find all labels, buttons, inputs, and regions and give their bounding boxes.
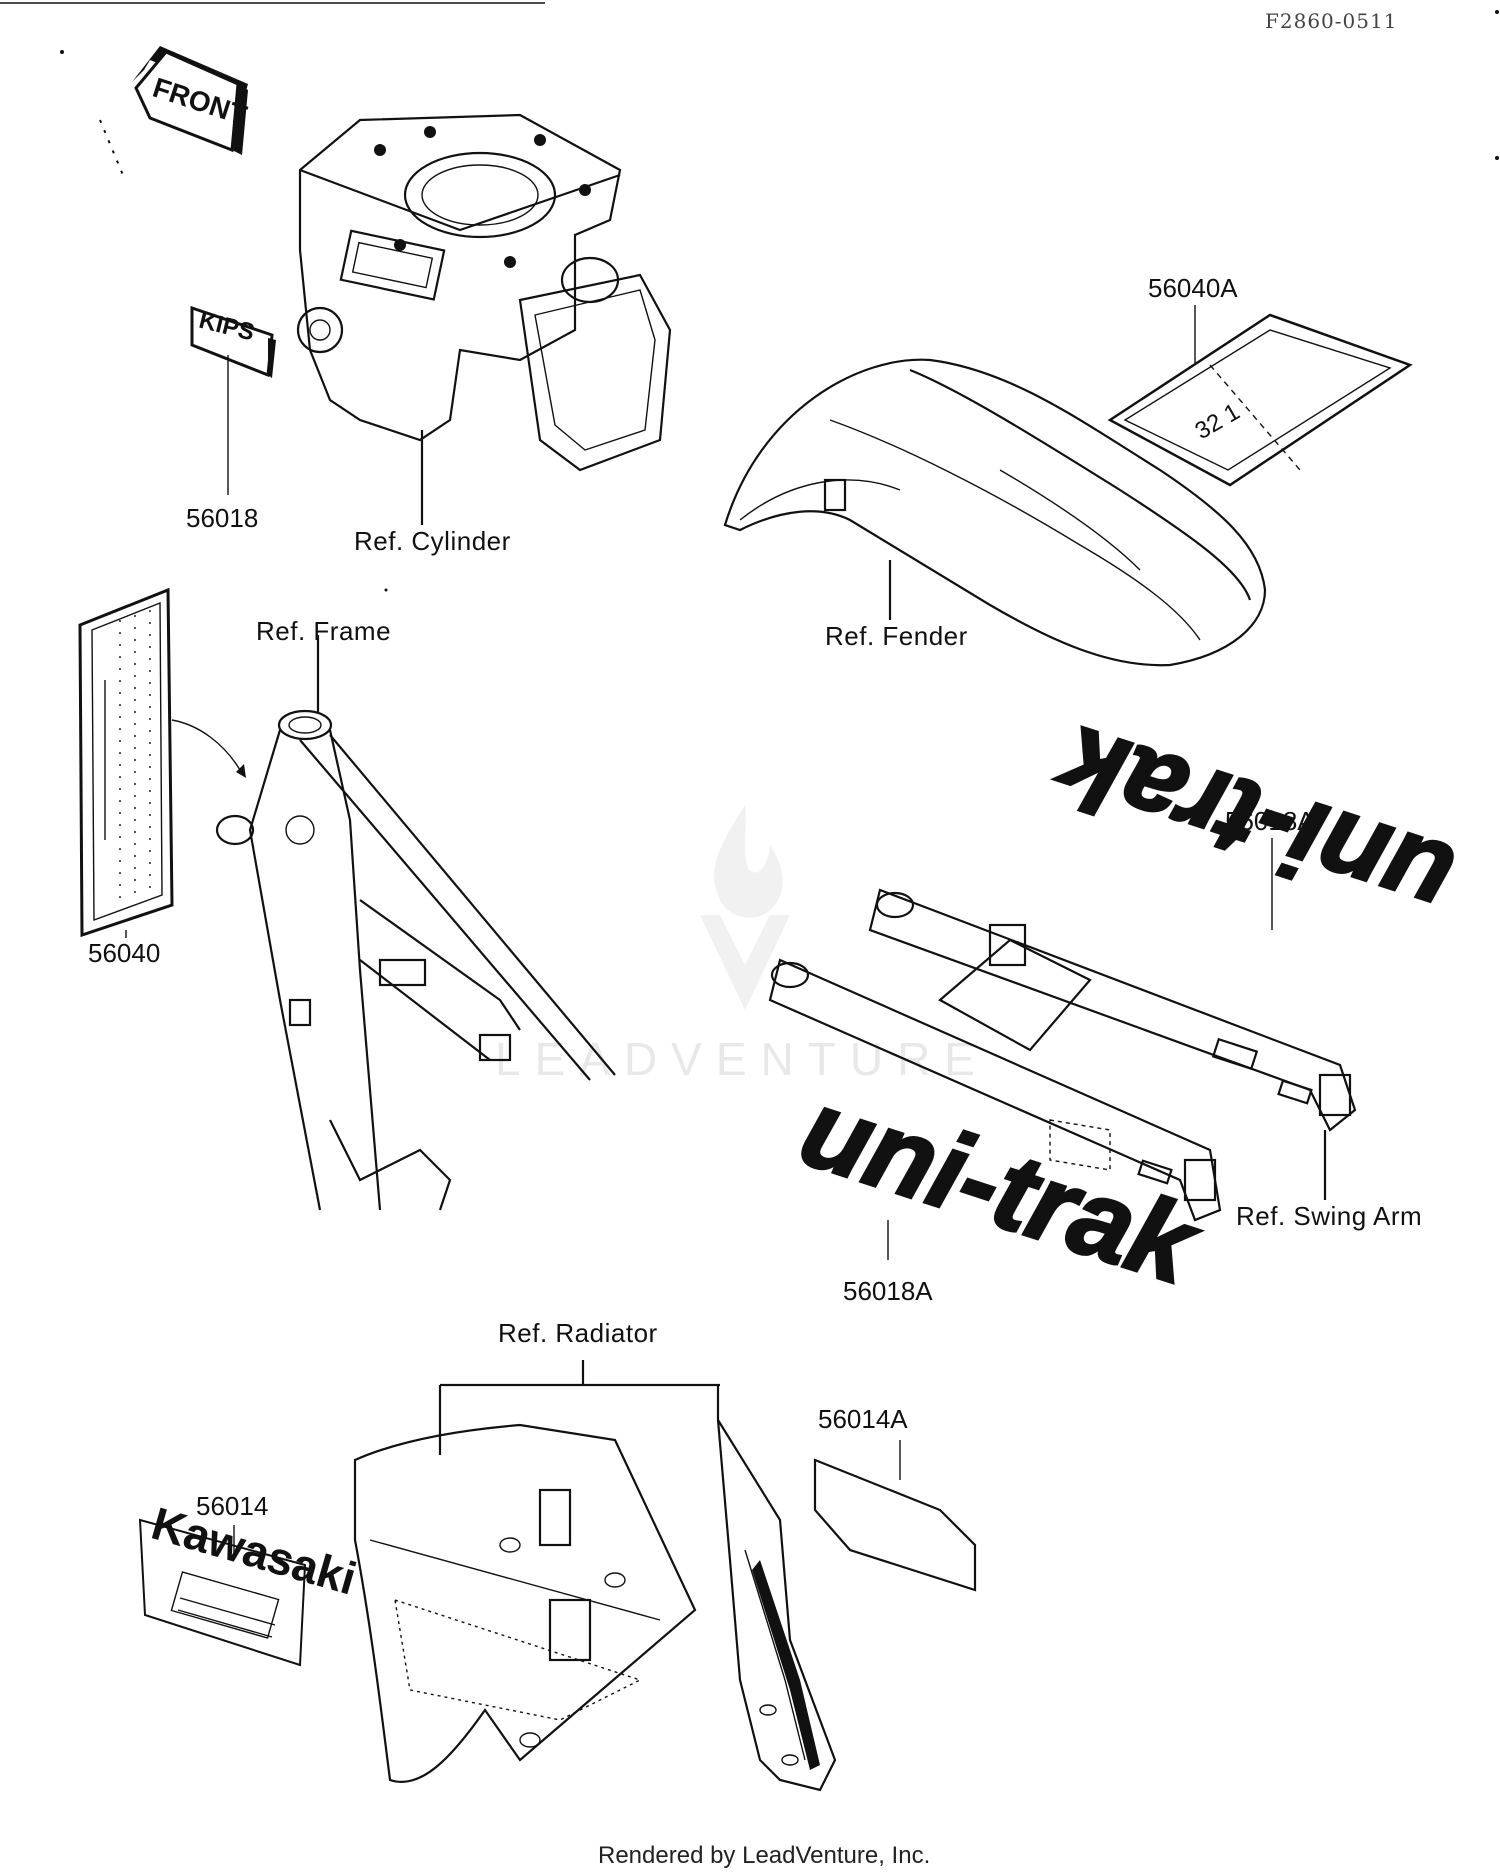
watermark-logo [700,805,790,1010]
scan-dot [384,588,388,592]
part-56014-label: 56014 [196,1491,268,1521]
radiator-shroud-right [716,1419,837,1792]
fender-drawing [723,358,1267,667]
decal-56040a: 32 1 [1107,313,1413,487]
swing-arm-drawing [768,888,1357,1222]
cylinder-drawing [296,113,672,525]
part-56018-label: 56018 [186,503,258,533]
kips-decal: KIPS [190,305,276,378]
watermark-text: LEADVENTURE [495,1033,989,1085]
scan-dot [60,50,64,54]
part-56018a-bottom-label: 56018A [843,1276,933,1306]
ref-fender-label: Ref. Fender [825,621,968,651]
kawasaki-decal: Kawasaki [138,1497,362,1667]
frame-drawing [215,635,616,1211]
drawing-code: F2860-0511 [1265,9,1397,33]
ref-swing-arm-label: Ref. Swing Arm [1236,1201,1422,1231]
part-56040a-label: 56040A [1148,273,1238,303]
part-56018a-top-label: 56018A [1225,806,1315,836]
front-arrow: FRONT [132,46,250,155]
radiator-shroud-left [353,1423,697,1783]
ref-frame-label: Ref. Frame [256,616,391,646]
decal-56014a [813,1458,977,1592]
part-56014a-label: 56014A [818,1404,908,1434]
decal-56040 [78,587,174,938]
ref-radiator-label: Ref. Radiator [498,1318,658,1348]
part-56040-label: 56040 [88,938,160,968]
footer-credit: Rendered by LeadVenture, Inc. [598,1842,930,1869]
dashed-stroke [99,119,126,181]
ref-cylinder-label: Ref. Cylinder [354,526,511,556]
scan-dot [1495,156,1499,160]
arrow-56040-to-frame [171,719,241,771]
scan-dot [1495,10,1499,14]
